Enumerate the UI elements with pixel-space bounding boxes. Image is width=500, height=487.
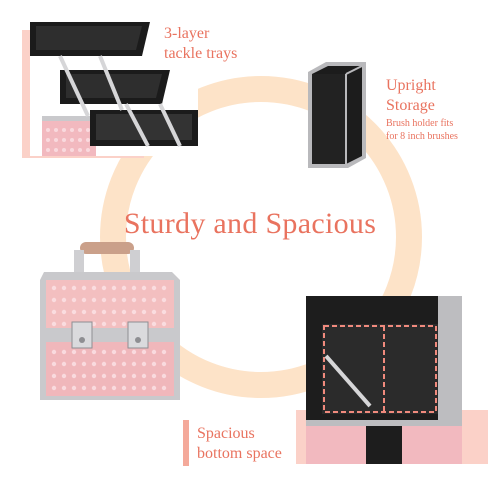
brush-holder-photo bbox=[306, 60, 368, 170]
tackle-trays-line2: tackle trays bbox=[164, 45, 238, 62]
accent-bar-bottom bbox=[183, 420, 189, 466]
bottom-space-line2: bottom space bbox=[197, 445, 282, 462]
upright-storage-line2: Storage bbox=[386, 97, 435, 114]
makeup-case-photo bbox=[32, 240, 182, 405]
tackle-trays-caption: 3-layer tackle trays bbox=[164, 24, 237, 64]
bottom-space-line1: Spacious bbox=[197, 425, 255, 442]
upright-storage-line1: Upright bbox=[386, 77, 436, 94]
brush-holder-note-line2: for 8 inch brushes bbox=[386, 131, 458, 142]
tackle-trays-photo bbox=[30, 20, 198, 156]
bottom-space-photo bbox=[306, 296, 462, 464]
brush-holder-note: Brush holder fits for 8 inch brushes bbox=[386, 117, 458, 143]
headline: Sturdy and Spacious bbox=[123, 207, 377, 240]
tackle-trays-line1: 3-layer bbox=[164, 25, 210, 42]
bottom-space-caption: Spacious bottom space bbox=[197, 424, 282, 464]
upright-storage-caption: Upright Storage bbox=[386, 76, 436, 116]
brush-holder-note-line1: Brush holder fits bbox=[386, 118, 454, 129]
